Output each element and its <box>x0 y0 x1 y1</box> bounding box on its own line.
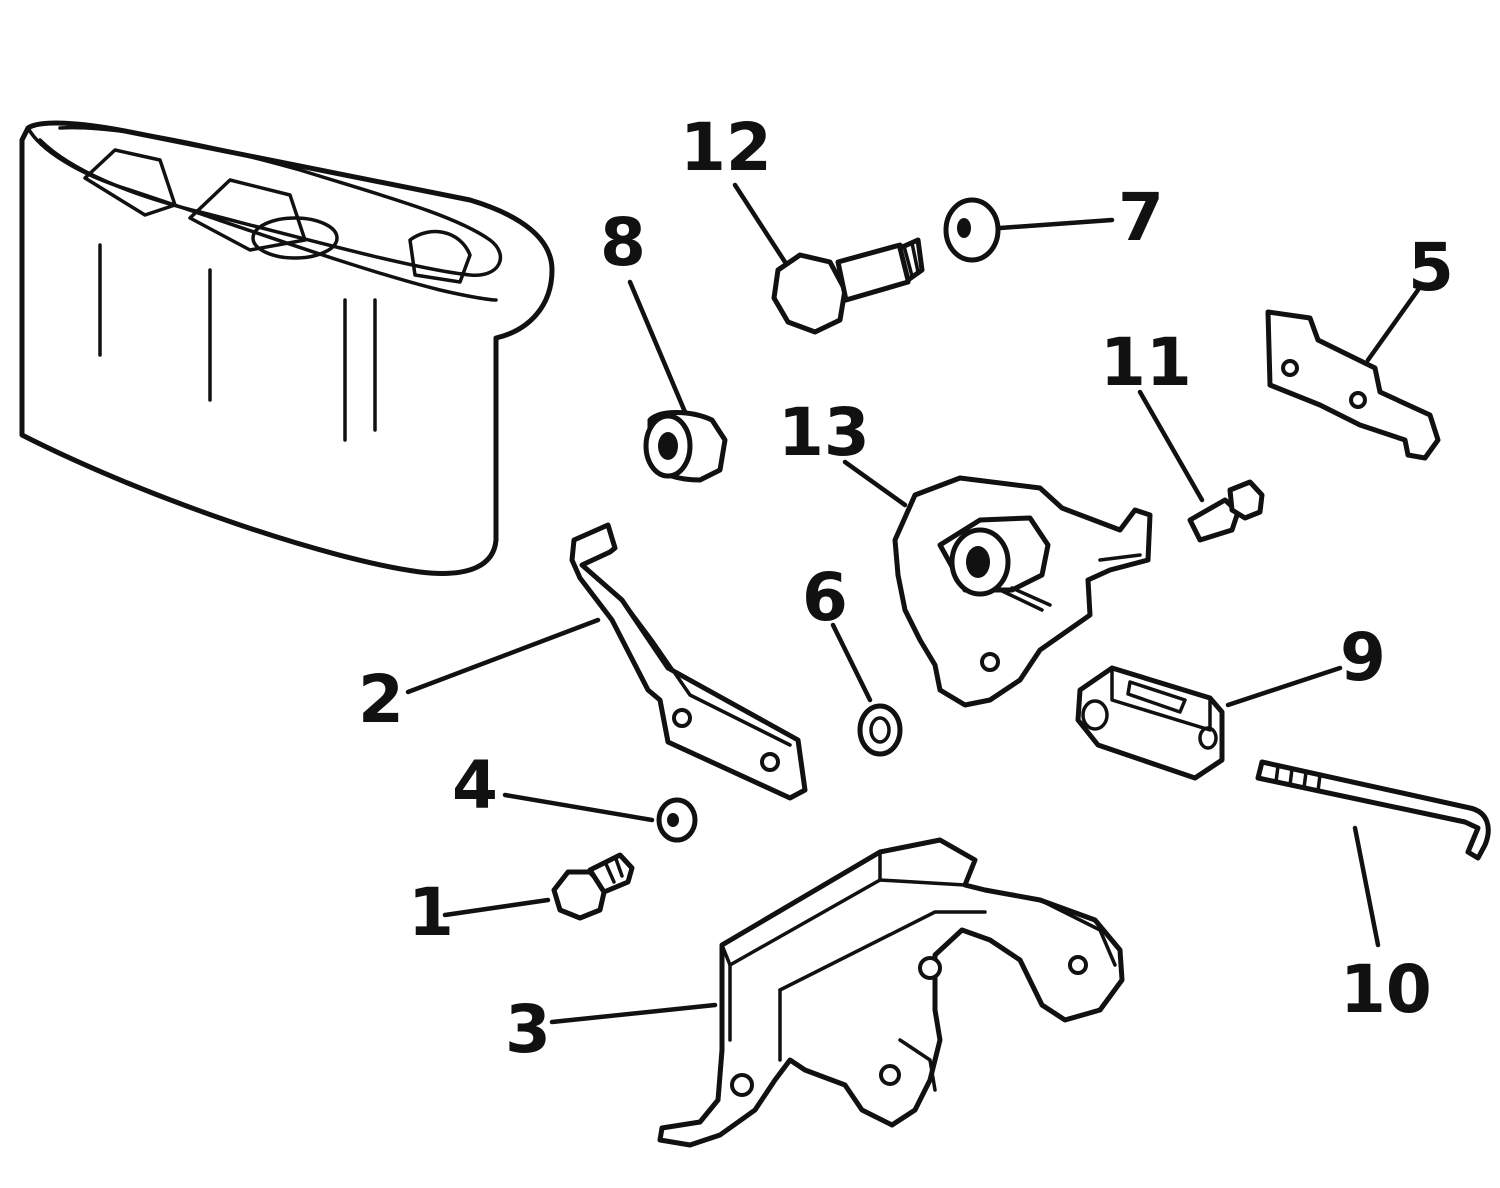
callout-2: 2 <box>358 661 404 738</box>
callout-3: 3 <box>505 991 551 1068</box>
bent-bracket-part <box>569 522 808 801</box>
small-screw-part <box>1187 479 1265 543</box>
leader-line-2 <box>405 617 601 695</box>
leader-line-8 <box>627 279 688 415</box>
shoulder-bolt-part <box>771 237 925 335</box>
housing-part <box>19 120 555 576</box>
mounting-bracket-part <box>657 837 1125 1148</box>
callout-5: 5 <box>1408 229 1454 306</box>
leader-line-12 <box>732 182 788 265</box>
washer-part-4 <box>656 797 698 843</box>
leader-line-3 <box>549 1002 718 1025</box>
callout-12: 12 <box>680 109 772 186</box>
washer-part-6 <box>857 703 903 757</box>
leader-line-6 <box>830 622 873 703</box>
leader-line-9 <box>1225 665 1343 708</box>
bracket-plate-part <box>1265 309 1441 461</box>
leader-line-7 <box>997 217 1115 231</box>
callout-9: 9 <box>1340 619 1386 696</box>
leader-line-5 <box>1365 287 1421 363</box>
lever-plate-part <box>892 475 1153 708</box>
washer-part-7 <box>943 197 1001 263</box>
connector-block-part <box>1075 665 1225 781</box>
leader-line-4 <box>502 792 655 823</box>
rod-part <box>1255 759 1491 861</box>
leader-line-10 <box>1352 825 1381 948</box>
leader-line-1 <box>442 897 551 918</box>
callout-7: 7 <box>1118 179 1164 256</box>
callout-1: 1 <box>408 874 454 951</box>
callout-6: 6 <box>802 559 848 636</box>
leader-line-11 <box>1137 389 1205 503</box>
callout-8: 8 <box>600 204 646 281</box>
callout-11: 11 <box>1100 324 1192 401</box>
leader-lines <box>405 182 1421 1025</box>
leader-line-13 <box>842 459 908 508</box>
bushing-part <box>643 410 728 483</box>
callout-13: 13 <box>778 394 870 471</box>
bolt-part <box>551 852 635 921</box>
callout-10: 10 <box>1340 951 1432 1028</box>
callout-4: 4 <box>452 747 498 824</box>
